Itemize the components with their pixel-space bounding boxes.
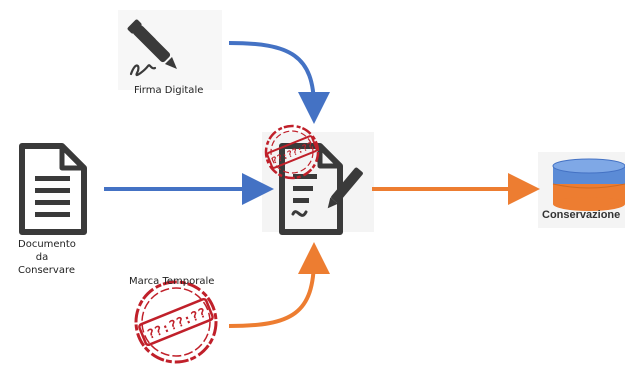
signing-pen-icon — [118, 10, 222, 90]
documento-label-line-1: Documento — [18, 239, 76, 250]
firma-digitale-label: Firma Digitale — [134, 85, 204, 96]
documento-label-line-3: Conservare — [18, 265, 76, 276]
document-icon — [19, 143, 87, 235]
documento-label-line-2: da — [35, 252, 49, 263]
time-stamp-icon: ??:??:?? — [134, 280, 218, 364]
arrow-firma-to-doc — [228, 41, 330, 124]
conservazione-label: Conservazione — [542, 209, 621, 221]
signed-document-icon: ??:??:?? — [262, 124, 374, 235]
documento-label: Documento da Conservare — [18, 238, 76, 277]
database-icon — [538, 152, 625, 228]
marca-temporale-label: Marca Temporale — [129, 276, 215, 287]
arrow-marca-to-doc — [228, 242, 330, 328]
